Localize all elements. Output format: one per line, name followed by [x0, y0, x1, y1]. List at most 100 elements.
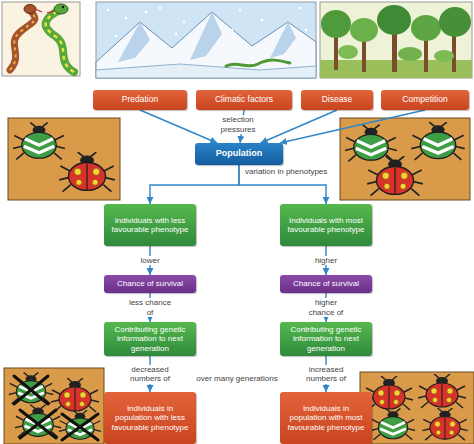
snowflakes-part — [261, 19, 264, 22]
population-box: Population — [195, 143, 283, 165]
snakes-illustration-part — [46, 10, 74, 72]
connector-label: decreased numbers of — [121, 365, 179, 384]
beetles-bottom-left-part — [59, 410, 101, 440]
snowflakes — [107, 7, 308, 38]
cross-marks-part — [14, 376, 48, 404]
tree-canopies-part — [439, 7, 471, 37]
snow-landscape-illustration — [96, 2, 316, 78]
snakes-illustration-part — [10, 10, 35, 70]
beetles-bottom-left-part — [9, 372, 53, 403]
beetles-bottom-right-part — [371, 408, 415, 439]
box-text: Chance of survival — [117, 279, 183, 289]
tree-canopies-part — [350, 18, 378, 42]
beetles-top-right-part — [340, 118, 470, 200]
pressure-box: Competition — [381, 90, 469, 110]
box-text: Individuals with less favourable phenoty… — [108, 216, 192, 235]
inheritance-box: Contributing genetic information to next… — [280, 322, 372, 356]
survival-box: Chance of survival — [104, 275, 196, 293]
snowflakes-part — [231, 29, 234, 32]
connector-label: increased numbers of — [297, 365, 355, 384]
cross-marks-part — [20, 410, 56, 438]
beetles-bottom-right-part — [422, 408, 467, 440]
snowflakes-part — [305, 29, 308, 32]
snowflakes-part — [183, 21, 186, 24]
beetles-top-left-part — [13, 123, 65, 160]
beetles-bottom-right-part — [418, 374, 466, 408]
forest-illustration-part — [320, 2, 472, 78]
beetles-bottom-right-part — [365, 376, 413, 410]
annotation-label: variation in phenotypes — [245, 167, 355, 177]
snakes-illustration-part — [24, 5, 36, 14]
annotation-label: over many generations — [178, 374, 296, 384]
inheritance-box: Contributing genetic information to next… — [104, 322, 196, 356]
connector-label: less chance of — [126, 298, 174, 317]
snowflakes-part — [175, 33, 178, 36]
snow-landscape-illustration-part — [96, 12, 316, 78]
box-text: Climatic factors — [215, 95, 273, 105]
forest-illustration — [320, 2, 472, 78]
beetles-top-right — [340, 118, 470, 200]
snowflakes-part — [115, 35, 118, 38]
box-text: Individuals with most favourable phenoty… — [284, 216, 368, 235]
snakes-illustration-part — [2, 2, 80, 76]
tree-canopies-part — [434, 50, 454, 62]
box-text: Competition — [402, 95, 447, 105]
arrow-connector — [140, 110, 217, 143]
beetles-top-left-part — [59, 152, 115, 191]
arrow-connector — [280, 110, 425, 143]
snowflakes-part — [159, 7, 162, 10]
tree-canopies-part — [398, 47, 422, 61]
cross-marks-part — [14, 376, 48, 404]
beetles-bottom-left-part — [4, 368, 104, 444]
beetles-bottom-left-part — [51, 378, 99, 412]
outcome-box: Individuals in population with less favo… — [104, 392, 196, 444]
box-text: Disease — [322, 95, 353, 105]
pressure-box: Predation — [93, 90, 187, 110]
beetles-top-left-part — [8, 118, 120, 200]
box-text: Predation — [122, 95, 158, 105]
box-text: Individuals in population with less favo… — [108, 404, 192, 433]
snowflakes-part — [145, 11, 148, 14]
connector-label: lower — [129, 256, 171, 266]
arrow-connector — [150, 165, 239, 204]
cross-marks-part — [62, 414, 98, 440]
box-text: Contributing genetic information to next… — [284, 325, 368, 354]
tree-canopies — [321, 5, 471, 62]
beetles-top-right-part — [367, 156, 423, 195]
tree-canopies-part — [338, 45, 358, 59]
snow-landscape-illustration-part — [96, 2, 316, 78]
beetles-top-left — [8, 118, 120, 200]
snow-landscape-illustration-part — [270, 22, 296, 58]
snakes-illustration-part — [46, 10, 74, 72]
beetles-bottom-left — [4, 368, 104, 444]
snow-landscape-illustration-part — [226, 60, 290, 66]
snakes-illustration-part — [47, 11, 54, 13]
connector-label: higher — [305, 256, 347, 266]
tree-canopies-part — [321, 10, 351, 38]
tree-canopies-part — [377, 5, 411, 35]
snakes-illustration-part — [10, 10, 35, 70]
snakes-illustration-part — [35, 9, 42, 12]
snow-landscape-illustration-part — [190, 12, 222, 60]
box-text: Population — [216, 149, 263, 159]
pressure-box: Disease — [301, 90, 373, 110]
tree-canopies-part — [411, 15, 441, 41]
snowflakes-part — [125, 17, 128, 20]
beetles-bottom-right — [360, 372, 474, 444]
pressure-box: Climatic factors — [196, 90, 292, 110]
phenotype-box: Individuals with most favourable phenoty… — [280, 204, 372, 246]
box-text: Individuals in population with most favo… — [284, 404, 368, 433]
box-text: Chance of survival — [293, 279, 359, 289]
annotation-label: selection pressures — [211, 115, 265, 134]
beetles-top-right-part — [411, 122, 464, 160]
beetles-bottom-right-part — [360, 372, 474, 444]
snakes-illustration-part — [54, 4, 68, 14]
cross-marks-part — [62, 414, 98, 440]
cross-marks — [14, 376, 98, 440]
survival-box: Chance of survival — [280, 275, 372, 293]
snakes-illustration — [2, 2, 80, 76]
phenotype-box: Individuals with less favourable phenoty… — [104, 204, 196, 246]
cross-marks-part — [20, 410, 56, 438]
